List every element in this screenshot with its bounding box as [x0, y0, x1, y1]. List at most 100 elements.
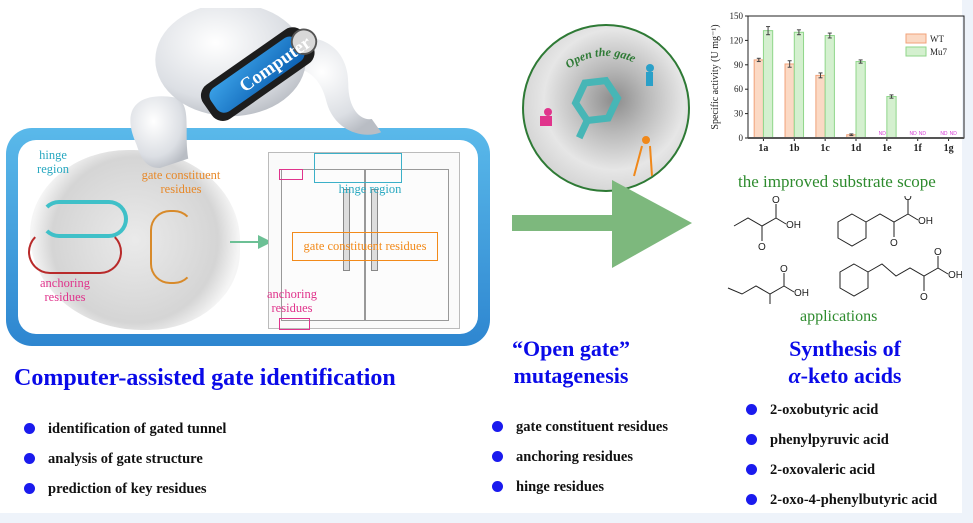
x-tick-label: 1f: [914, 143, 923, 154]
o-label: O: [904, 196, 912, 203]
bar-wt: [784, 63, 795, 139]
big-arrow-icon: [512, 180, 692, 268]
nd-label: ND: [919, 131, 927, 137]
bullet-dot-icon: [492, 451, 503, 462]
legend-swatch-mu7: [905, 46, 927, 57]
bar-mu7: [824, 35, 835, 139]
middle-bullets: gate constituent residues anchoring resi…: [490, 418, 668, 508]
bullet-dot-icon: [746, 404, 757, 415]
bullet-item: gate constituent residues: [490, 418, 668, 448]
middle-title: “Open gate” mutagenesis: [512, 336, 630, 388]
benzene-ring-icon: [571, 76, 622, 140]
applications-label: applications: [800, 308, 878, 325]
o-label: O: [890, 238, 898, 249]
right-title: Synthesis of α-keto acids: [788, 336, 902, 388]
oh-label: OH: [918, 216, 933, 227]
o-label: O: [758, 242, 766, 253]
x-tick-label: 1c: [820, 143, 830, 154]
hinge-ribbon: [40, 200, 128, 238]
door-handle-right: [371, 189, 378, 271]
gate-ribbon: [150, 210, 194, 284]
x-tick-label: 1e: [882, 143, 892, 154]
bullet-dot-icon: [24, 483, 35, 494]
door-diagram: [268, 152, 460, 329]
keto-acid-structures: O O OH O O OH O OH O O OH: [727, 196, 962, 304]
bullet-dot-icon: [746, 434, 757, 445]
gate-tunnel-circle: Open the gate: [522, 24, 690, 192]
bullet-item: 2-oxovaleric acid: [744, 461, 937, 491]
legend-swatch-wt: [905, 33, 927, 44]
oh-label: OH: [786, 220, 801, 231]
bar-mu7: [793, 31, 805, 139]
tunnel-illustration: Open the gate: [540, 45, 654, 177]
bullet-dot-icon: [746, 494, 757, 505]
left-title: Computer-assisted gate identification: [14, 365, 396, 391]
o-label: O: [920, 292, 928, 303]
oh-label: OH: [948, 270, 962, 281]
anchoring-ribbon: [28, 230, 122, 274]
bullet-item: hinge residues: [490, 478, 668, 508]
protein-hinge-label: hinge region: [37, 148, 69, 176]
door-anchoring-label: anchoring residues: [267, 287, 317, 315]
hinge-highlight-box: [314, 153, 402, 183]
open-gate-label: Open the gate: [562, 45, 638, 71]
y-tick-label: 0: [739, 133, 744, 143]
bullet-item: prediction of key residues: [22, 480, 226, 510]
structure-2-oxovaleric-acid: [727, 273, 795, 304]
bullet-item: 2-oxobutyric acid: [744, 401, 937, 431]
y-tick-label: 30: [734, 109, 744, 119]
nd-label: ND: [950, 131, 958, 137]
nd-label: ND: [879, 131, 887, 137]
oh-label: OH: [794, 288, 809, 299]
bar-mu7: [886, 96, 897, 139]
o-label: O: [780, 264, 788, 275]
graphical-abstract: Computer hinge region gate constituent r…: [0, 0, 965, 513]
bullet-dot-icon: [24, 453, 35, 464]
legend-label-mu7: Mu7: [930, 47, 948, 57]
bullet-item: identification of gated tunnel: [22, 420, 226, 450]
door-gate-label: gate constituent residues: [303, 239, 427, 253]
small-arrow-icon: [230, 235, 272, 249]
y-axis-label: Specific activity (U mg⁻¹): [710, 24, 721, 129]
bullet-item: phenylpyruvic acid: [744, 431, 937, 461]
structure-phenylpyruvic-acid: [837, 200, 919, 247]
left-bullets: identification of gated tunnel analysis …: [22, 420, 226, 510]
right-bullets: 2-oxobutyric acid phenylpyruvic acid 2-o…: [744, 401, 937, 521]
door-handle-left: [343, 189, 350, 271]
structure-2-oxo-4-phenylbutyric-acid: [839, 256, 949, 297]
protein-gate-label: gate constituent residues: [141, 168, 221, 196]
robot-figure: Computer: [130, 8, 382, 168]
bullet-item: analysis of gate structure: [22, 450, 226, 480]
bar-wt: [753, 59, 764, 139]
gate-highlight-box: [292, 232, 438, 261]
kneeling-worker-icon: [540, 108, 552, 126]
computer-band: [200, 27, 318, 121]
door-leaf-left: [281, 169, 365, 321]
anchoring-highlight-top: [279, 169, 303, 180]
svg-text:Open the gate: Open the gate: [562, 45, 638, 71]
x-tick-label: 1d: [851, 143, 862, 154]
bullet-dot-icon: [746, 464, 757, 475]
o-label: O: [934, 247, 942, 258]
miner-worker-icon: [646, 64, 654, 86]
o-label: O: [772, 196, 780, 206]
anchoring-highlight-bottom: [279, 318, 310, 330]
bar-mu7: [855, 61, 866, 139]
bullet-dot-icon: [492, 481, 503, 492]
y-tick-label: 90: [734, 60, 744, 70]
protein-anchoring-label: anchoring residues: [40, 276, 90, 304]
x-tick-label: 1g: [944, 143, 954, 154]
x-tick-label: 1b: [789, 143, 800, 154]
bullet-dot-icon: [492, 421, 503, 432]
door-hinge-label: hinge region: [338, 182, 402, 196]
door-leaf-right: [365, 169, 449, 321]
bullet-dot-icon: [24, 423, 35, 434]
structure-2-oxobutyric-acid: [733, 204, 787, 241]
ladder-worker-icon: [633, 136, 653, 177]
bullet-item: 2-oxo-4-phenylbutyric acid: [744, 491, 937, 521]
y-tick-label: 60: [734, 84, 744, 94]
bar-mu7: [762, 30, 774, 139]
bar-wt: [815, 74, 826, 139]
legend-label-wt: WT: [930, 34, 944, 44]
